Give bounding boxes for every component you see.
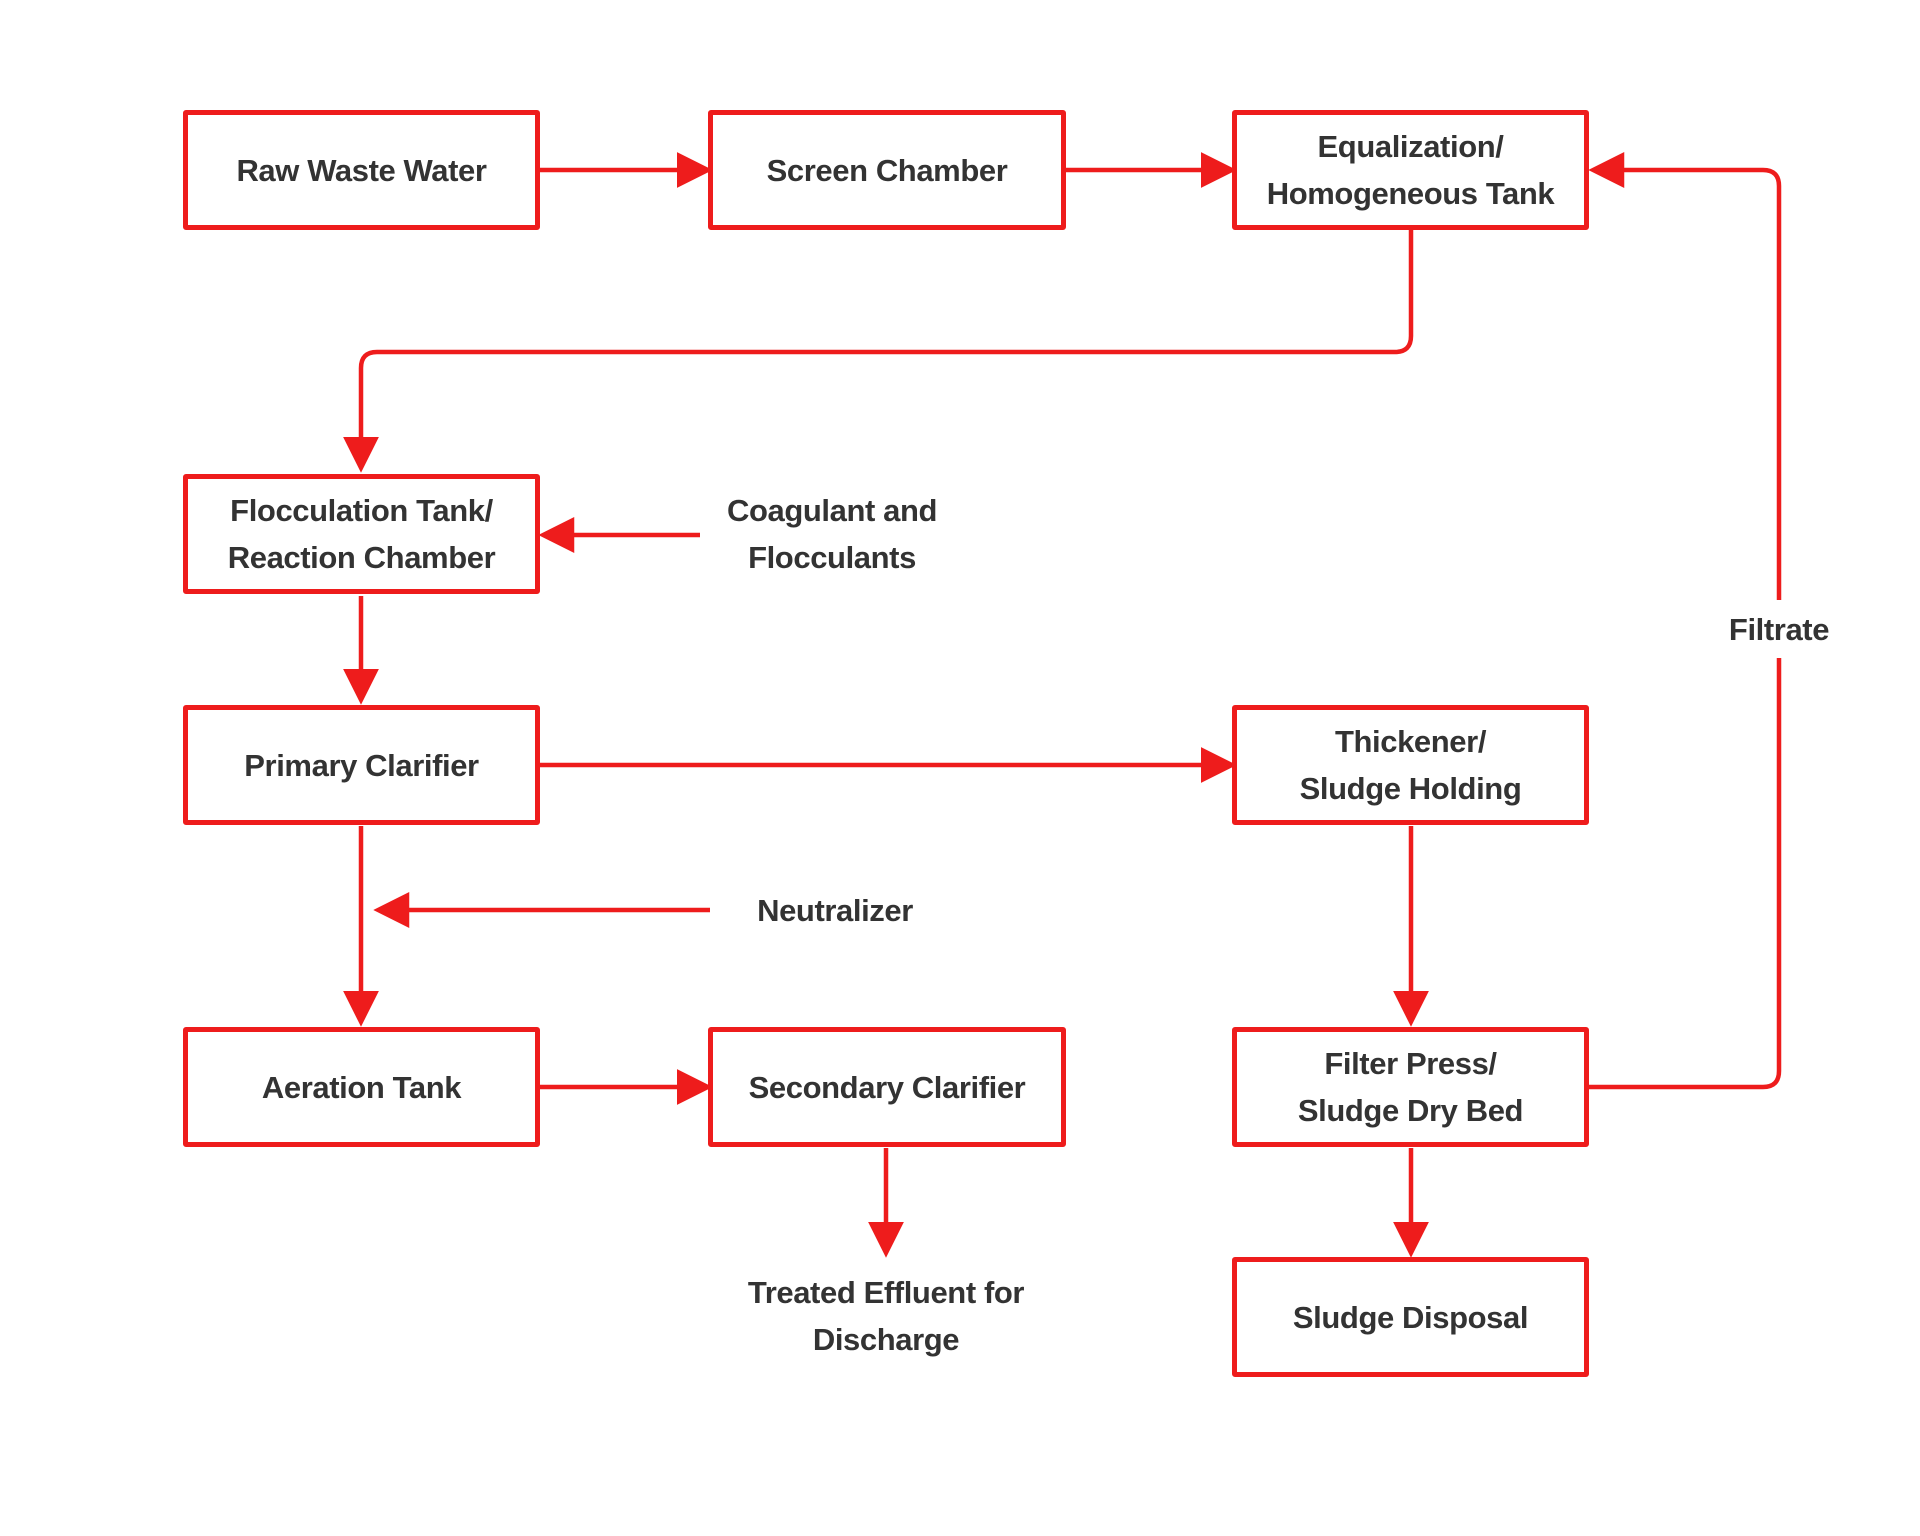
arrow-filtrate-upper <box>1588 152 1782 600</box>
screen-chamber-label: Screen Chamber <box>766 152 1008 188</box>
thickener-label: Thickener/ Sludge Holding <box>1299 724 1522 806</box>
treated-effluent-label: Treated Effluent for Discharge <box>715 1268 1057 1364</box>
neutralizer-label: Neutralizer <box>730 886 940 934</box>
filter-press-box: Filter Press/ Sludge Dry Bed <box>1232 1027 1589 1147</box>
screen-chamber-box: Screen Chamber <box>708 110 1066 230</box>
arrow-equalization-to-flocculation <box>343 230 1414 473</box>
flocculation-tank-box: Flocculation Tank/ Reaction Chamber <box>183 474 540 594</box>
aeration-tank-box: Aeration Tank <box>183 1027 540 1147</box>
raw-waste-water-box: Raw Waste Water <box>183 110 540 230</box>
equalization-tank-label: Equalization/ Homogeneous Tank <box>1266 129 1555 211</box>
equalization-tank-box: Equalization/ Homogeneous Tank <box>1232 110 1589 230</box>
primary-clarifier-label: Primary Clarifier <box>244 747 479 783</box>
flocculation-tank-label: Flocculation Tank/ Reaction Chamber <box>227 493 496 575</box>
secondary-clarifier-label: Secondary Clarifier <box>748 1069 1026 1105</box>
arrow-filtrate-lower <box>1589 658 1782 1090</box>
sludge-disposal-box: Sludge Disposal <box>1232 1257 1589 1377</box>
aeration-tank-label: Aeration Tank <box>261 1069 462 1105</box>
filter-press-label: Filter Press/ Sludge Dry Bed <box>1297 1046 1524 1128</box>
secondary-clarifier-box: Secondary Clarifier <box>708 1027 1066 1147</box>
raw-waste-water-label: Raw Waste Water <box>236 152 487 188</box>
coagulant-label: Coagulant and Flocculants <box>700 486 964 582</box>
thickener-box: Thickener/ Sludge Holding <box>1232 705 1589 825</box>
sludge-disposal-label: Sludge Disposal <box>1292 1299 1529 1335</box>
primary-clarifier-box: Primary Clarifier <box>183 705 540 825</box>
filtrate-label: Filtrate <box>1714 605 1844 653</box>
